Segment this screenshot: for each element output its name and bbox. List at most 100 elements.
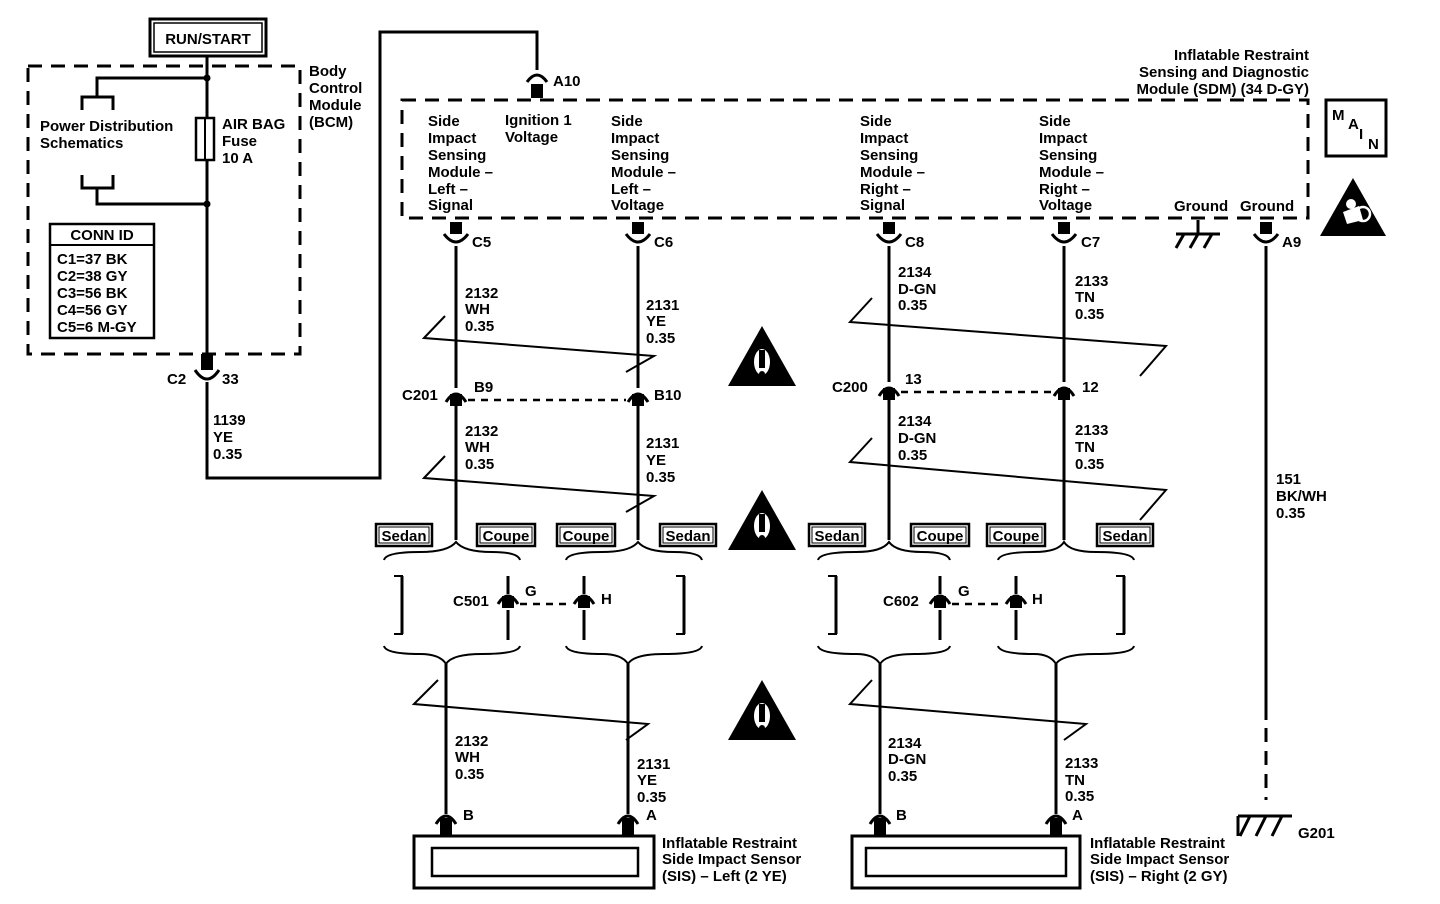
left-sensor-label: Inflatable Restraint Side Impact Sensor …: [662, 835, 801, 885]
right-sensor-pin-a: A: [1044, 807, 1083, 836]
svg-text:N: N: [1368, 136, 1379, 153]
c2-label: C2: [167, 371, 186, 388]
right-side-impact-sensor: [850, 834, 1082, 890]
svg-text:B: B: [896, 807, 907, 824]
svg-text:C5=6 M-GY: C5=6 M-GY: [57, 319, 137, 336]
svg-text:2134: 2134: [898, 413, 932, 430]
wire-2131-label-top: 2131 YE 0.35: [646, 297, 679, 347]
warning-icon: [728, 680, 796, 740]
svg-text:0.35: 0.35: [898, 297, 927, 314]
svg-text:2134: 2134: [898, 264, 932, 281]
option-sedan-1: Sedan: [374, 522, 434, 548]
svg-text:10 A: 10 A: [222, 150, 253, 167]
svg-text:(SIS) – Left (2 YE): (SIS) – Left (2 YE): [662, 868, 787, 885]
svg-text:Power Distribution: Power Distribution: [40, 118, 173, 135]
svg-text:YE: YE: [213, 429, 233, 446]
svg-text:2131: 2131: [637, 756, 670, 773]
left-sensor-pin-b: B: [434, 807, 474, 836]
ignition-voltage-label: Ignition 1 Voltage: [505, 112, 572, 146]
option-coupe-4: Coupe: [985, 522, 1047, 548]
svg-text:A9: A9: [1282, 234, 1301, 251]
c201-connector: C201 B9 B10: [402, 379, 682, 406]
svg-text:D-GN: D-GN: [888, 751, 926, 768]
svg-text:Inflatable Restraint: Inflatable Restraint: [1174, 47, 1309, 64]
svg-text:C8: C8: [905, 234, 924, 251]
svg-text:0.35: 0.35: [465, 456, 494, 473]
svg-text:Fuse: Fuse: [222, 133, 257, 150]
svg-text:1139: 1139: [213, 412, 246, 429]
right-voltage-label: Side Impact Sensing Module – Right – Vol…: [1039, 113, 1104, 214]
svg-text:YE: YE: [646, 452, 666, 469]
svg-text:Side: Side: [428, 113, 460, 130]
svg-text:Schematics: Schematics: [40, 135, 123, 152]
svg-text:151: 151: [1276, 471, 1301, 488]
svg-text:0.35: 0.35: [1075, 456, 1104, 473]
svg-text:Side: Side: [860, 113, 892, 130]
left-side-impact-sensor: [412, 834, 656, 890]
svg-text:A: A: [1348, 116, 1359, 133]
sdm-c8-connector: C8: [875, 222, 924, 251]
svg-text:D-GN: D-GN: [898, 430, 936, 447]
airbag-fuse-label: AIR BAG Fuse 10 A: [222, 116, 285, 167]
svg-text:Module –: Module –: [1039, 164, 1104, 181]
svg-text:0.35: 0.35: [455, 766, 484, 783]
svg-text:Voltage: Voltage: [1039, 197, 1092, 214]
a10-label: A10: [553, 73, 581, 90]
svg-text:Side: Side: [1039, 113, 1071, 130]
wire-2131-label-mid: 2131 YE 0.35: [646, 435, 679, 486]
svg-text:Sedan: Sedan: [381, 528, 426, 545]
svg-text:0.35: 0.35: [637, 789, 666, 806]
left-voltage-label: Side Impact Sensing Module – Left – Volt…: [611, 113, 676, 214]
svg-text:Side Impact Sensor: Side Impact Sensor: [1090, 851, 1229, 868]
svg-text:0.35: 0.35: [1276, 505, 1305, 522]
svg-text:YE: YE: [646, 313, 666, 330]
svg-text:Right –: Right –: [860, 181, 911, 198]
svg-text:Sensing and Diagnostic: Sensing and Diagnostic: [1139, 64, 1309, 81]
svg-text:12: 12: [1082, 379, 1099, 396]
svg-text:Voltage: Voltage: [505, 129, 558, 146]
svg-text:Ignition 1: Ignition 1: [505, 112, 572, 129]
svg-text:Module –: Module –: [860, 164, 925, 181]
svg-text:0.35: 0.35: [465, 318, 494, 335]
svg-text:M: M: [1332, 107, 1345, 124]
right-sensor-label: Inflatable Restraint Side Impact Sensor …: [1090, 835, 1229, 885]
airbag-warning-icon: [1320, 178, 1386, 236]
svg-text:Impact: Impact: [1039, 130, 1087, 147]
svg-text:A: A: [646, 807, 657, 824]
option-coupe-2: Coupe: [555, 522, 617, 548]
svg-text:2133: 2133: [1065, 755, 1098, 772]
svg-text:Right –: Right –: [1039, 181, 1090, 198]
option-sedan-3: Sedan: [807, 522, 867, 548]
svg-text:WH: WH: [465, 301, 490, 318]
svg-text:2132: 2132: [465, 285, 498, 302]
wire-2133-label-bottom: 2133 TN 0.35: [1065, 755, 1098, 805]
svg-text:2132: 2132: [455, 733, 488, 750]
svg-text:Module: Module: [309, 97, 362, 114]
sdm-c6-connector: C6: [624, 222, 673, 251]
svg-text:C602: C602: [883, 593, 919, 610]
svg-text:13: 13: [905, 371, 922, 388]
sdm-label: Inflatable Restraint Sensing and Diagnos…: [1137, 47, 1310, 98]
svg-text:0.35: 0.35: [213, 446, 242, 463]
wire-2132-label-mid: 2132 WH 0.35: [465, 423, 498, 473]
svg-text:Inflatable Restraint: Inflatable Restraint: [1090, 835, 1225, 852]
conn-id-table: [48, 222, 156, 340]
conn-id-title: CONN ID: [70, 227, 134, 244]
svg-text:2134: 2134: [888, 735, 922, 752]
svg-text:C4=56 GY: C4=56 GY: [57, 302, 127, 319]
svg-text:D-GN: D-GN: [898, 281, 936, 298]
svg-text:C200: C200: [832, 379, 868, 396]
svg-text:AIR BAG: AIR BAG: [222, 116, 285, 133]
left-sensor-pin-a: A: [616, 807, 657, 836]
svg-text:2132: 2132: [465, 423, 498, 440]
svg-text:2133: 2133: [1075, 273, 1108, 290]
svg-text:G: G: [525, 583, 537, 600]
svg-text:Sensing: Sensing: [611, 147, 669, 164]
ground-label-1: Ground: [1174, 198, 1228, 215]
svg-text:WH: WH: [465, 439, 490, 456]
wire-2133-label-top: 2133 TN 0.35: [1075, 273, 1108, 323]
main-badge: [1324, 98, 1388, 158]
right-sensor-pin-b: B: [868, 807, 907, 836]
svg-text:Coupe: Coupe: [993, 528, 1040, 545]
